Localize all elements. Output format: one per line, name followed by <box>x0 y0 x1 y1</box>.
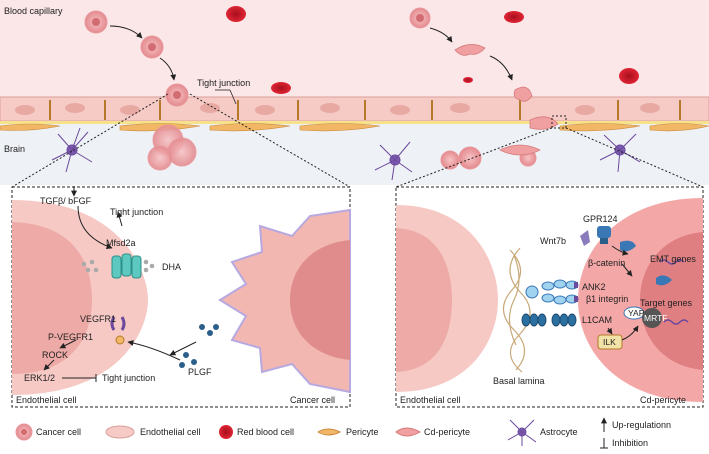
ank2-label: ANK2 <box>582 282 606 292</box>
mrtf-icon <box>642 308 662 328</box>
tight-junction-label: Tight junction <box>197 78 250 88</box>
ank2-b1-integrin-icon <box>525 279 579 305</box>
blood-capillary-label: Blood capillary <box>4 6 63 16</box>
legend-inhibition: Inhibition <box>612 438 648 448</box>
legend-endothelial-cell: Endothelial cell <box>140 427 201 437</box>
b1-integrin-label: β1 integrin <box>586 294 628 304</box>
target-genes-label: Target genes <box>640 298 693 308</box>
vegfr1-label: VEGFR1 <box>80 314 116 324</box>
plgf-dots <box>179 324 219 368</box>
wnt7b-icon <box>580 230 590 246</box>
l1cam-label: L1CAM <box>582 315 612 325</box>
plgf-label: PLGF <box>188 367 212 377</box>
beta-catenin-icon <box>620 240 636 252</box>
vegfr1-receptor-icon <box>110 316 126 331</box>
legend-cd-pericyte-icon <box>395 427 422 437</box>
tight-junction-bottom-label: Tight junction <box>102 373 155 383</box>
legend-astrocyte-icon <box>507 419 537 446</box>
gpr124-label: GPR124 <box>583 214 618 224</box>
tight-junction-top-label: Tight junction <box>110 207 163 217</box>
legend-cd-pericyte: Cd-pericyte <box>424 427 470 437</box>
red-blood-cells <box>226 6 639 94</box>
right-pathway-arrows <box>606 245 639 341</box>
legend-red-blood-cell-icon <box>219 425 233 439</box>
zoom-lines <box>11 93 704 188</box>
dha-dots <box>81 259 155 273</box>
emt-genes-label: EMT genes <box>650 254 696 264</box>
endothelial-layer <box>0 96 709 124</box>
legend-red-blood-cell: Red blood cell <box>237 427 294 437</box>
brain-label: Brain <box>4 144 25 154</box>
cancer-cells-top <box>84 7 537 171</box>
legend-pericyte: Pericyte <box>346 427 379 437</box>
erk-label: ERK1/2 <box>24 373 55 383</box>
mrtf-label: MRTF <box>644 313 667 323</box>
basal-lamina-label: Basal lamina <box>493 376 545 386</box>
cd-pericytes-top <box>454 44 559 156</box>
endothelial-cell-left-label: Endothelial cell <box>16 395 77 405</box>
legend-endothelial-cell-icon <box>105 425 135 439</box>
l1cam-icon <box>521 313 577 327</box>
cd-pericyte-right-label: Cd-pericyte <box>640 395 686 405</box>
beta-catenin-label: β-catenin <box>588 258 625 268</box>
ilk-label: ILK <box>603 337 616 347</box>
rock-label: ROCK <box>42 350 68 360</box>
ilk-icon <box>597 334 623 350</box>
legend: Cancer cell Endothelial cell Red blood c… <box>15 417 671 449</box>
legend-cancer-cell: Cancer cell <box>36 427 81 437</box>
astrocytes-top <box>51 127 641 181</box>
mfsd2a-transporter-icon <box>111 253 142 279</box>
migration-arrows <box>109 25 513 81</box>
legend-pericyte-icon <box>317 428 342 436</box>
gpr124-receptor-icon <box>597 226 611 244</box>
p-vegfr1-label: P-VEGFR1 <box>48 332 93 342</box>
basal-lamina-fibers <box>502 247 531 373</box>
blood-capillary-region <box>0 0 709 100</box>
legend-up-regulation: Up-regulationn <box>612 420 671 430</box>
pericyte-layer <box>0 123 709 132</box>
yap-label: YAP <box>628 308 645 318</box>
legend-astrocyte: Astrocyte <box>540 427 578 437</box>
p-vegfr1-icon <box>115 335 125 345</box>
cancer-cell-left-label: Cancer cell <box>290 395 335 405</box>
mfsd2a-label: Mfsd2a <box>106 238 136 248</box>
target-gene-dna-icon <box>663 319 689 325</box>
left-pathway-arrows <box>43 205 197 382</box>
emt-gene-dna-icon <box>659 259 685 265</box>
wnt7b-label: Wnt7b <box>540 236 566 246</box>
endothelial-cell-right-label: Endothelial cell <box>400 395 461 405</box>
tgfb-bfgf-label: TGFβ/ bFGF <box>40 196 92 206</box>
dha-label: DHA <box>162 262 181 272</box>
